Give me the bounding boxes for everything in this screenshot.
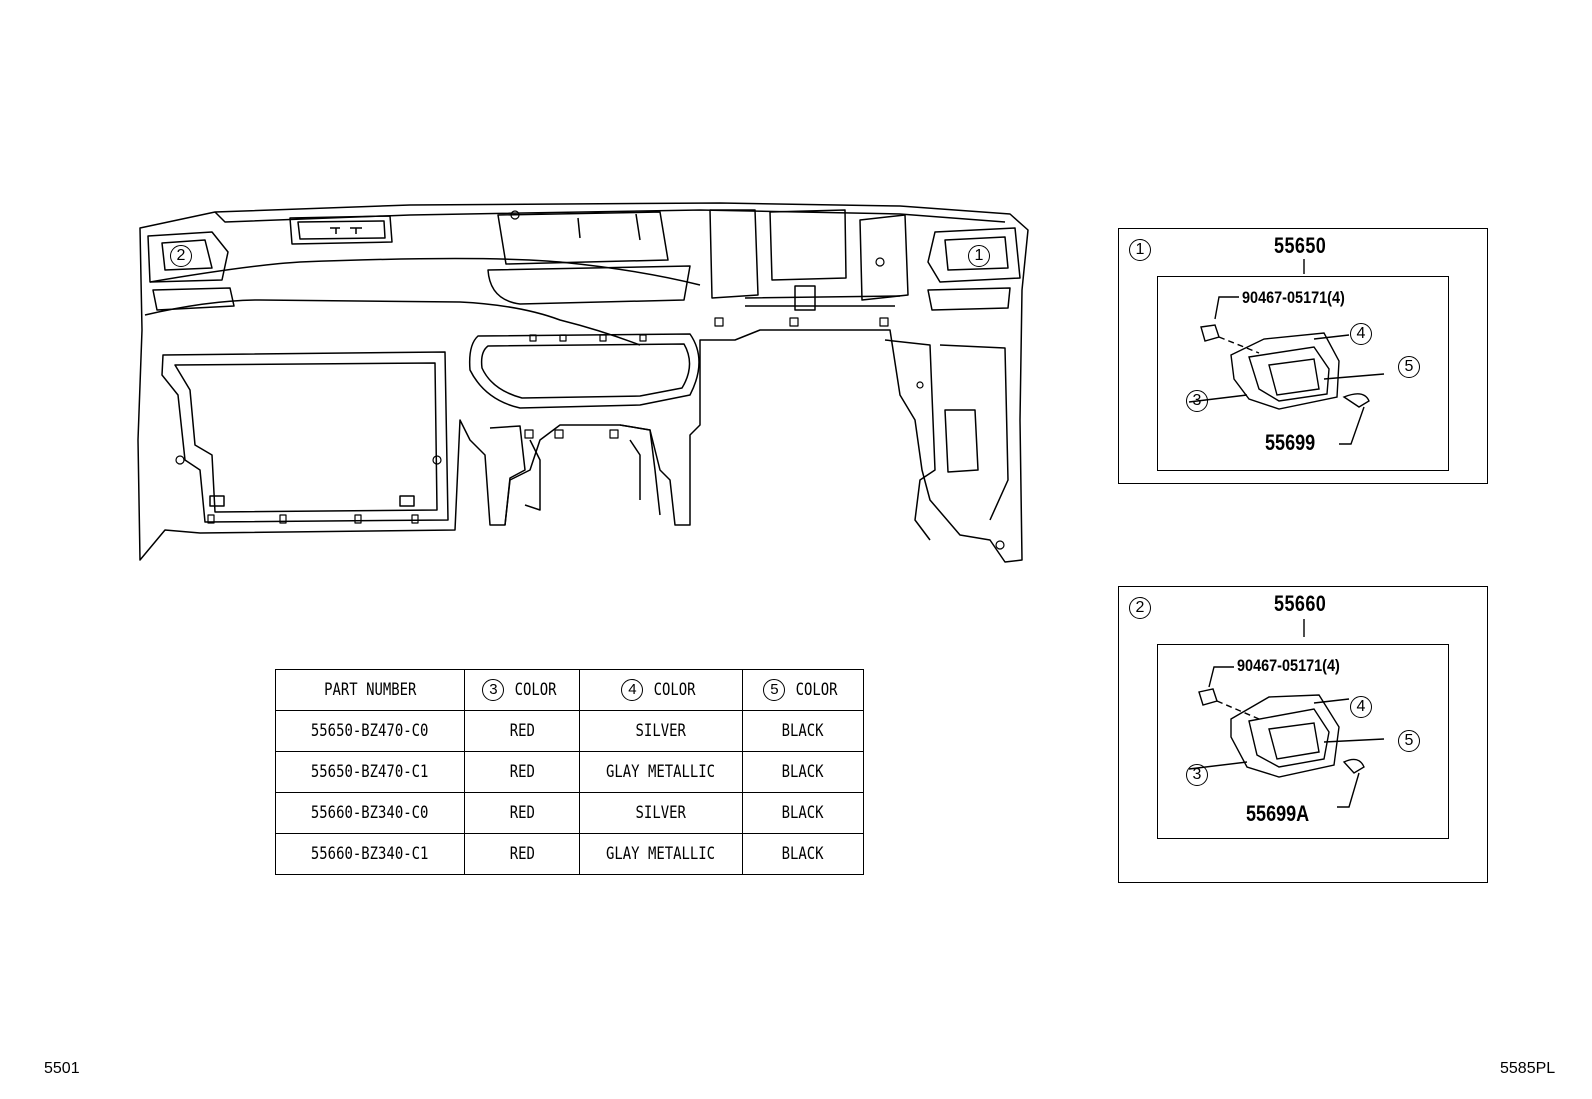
color-5-cell: BLACK <box>742 751 864 793</box>
detail-1-sub-part-number: 55699 <box>1265 430 1316 455</box>
color-5-cell: BLACK <box>742 710 864 752</box>
cluster-opening <box>468 333 700 409</box>
footer-left-code: 5501 <box>44 1060 80 1077</box>
header-part-number: PART NUMBER <box>275 669 465 711</box>
detail-2-sub-part-number: 55699A <box>1246 801 1310 826</box>
table-row: 55660-BZ340-C0 RED SILVER BLACK <box>275 792 864 834</box>
part-number-cell: 55650-BZ470-C0 <box>275 710 465 752</box>
header-circle-3: 3 <box>482 679 505 701</box>
color-4-cell: GLAY METALLIC <box>579 833 743 875</box>
detail-1-assembly-number: 55650 <box>1274 233 1327 258</box>
callout-vent-left: 2 <box>170 245 192 267</box>
header-circle-5: 5 <box>763 679 786 701</box>
detail-2-inner-frame: 90467-05171(4) 4 5 3 55699A <box>1157 644 1449 839</box>
color-5-cell: BLACK <box>742 833 864 875</box>
color-3-cell: RED <box>464 833 580 875</box>
glovebox-opening <box>161 351 449 523</box>
detail-1-callout-5: 5 <box>1398 356 1420 378</box>
color-3-cell: RED <box>464 710 580 752</box>
detail-box-1: 1 55650 90467-05171(4) 4 5 3 55699 <box>1118 228 1488 484</box>
table-row: 55650-BZ470-C0 RED SILVER BLACK <box>275 710 864 752</box>
detail-2-callout-3: 3 <box>1186 764 1208 786</box>
part-number-cell: 55660-BZ340-C0 <box>275 792 465 834</box>
detail-2-bolt-number: 90467-05171(4) <box>1237 656 1340 675</box>
table-row: 55660-BZ340-C1 RED GLAY METALLIC BLACK <box>275 833 864 875</box>
color-5-cell: BLACK <box>742 792 864 834</box>
color-3-cell: RED <box>464 751 580 793</box>
part-number-cell: 55650-BZ470-C1 <box>275 751 465 793</box>
detail-2-index: 2 <box>1129 597 1151 619</box>
color-3-cell: RED <box>464 792 580 834</box>
header-circle-4: 4 <box>621 679 644 701</box>
color-4-cell: GLAY METALLIC <box>579 751 743 793</box>
part-number-cell: 55660-BZ340-C1 <box>275 833 465 875</box>
table-row: 55650-BZ470-C1 RED GLAY METALLIC BLACK <box>275 751 864 793</box>
panel-outline <box>137 202 1029 563</box>
right-vent-housing <box>927 227 1021 283</box>
footer-right-code: 5585PL <box>1500 1060 1556 1077</box>
left-vent-housing <box>147 231 229 283</box>
detail-1-index: 1 <box>1129 239 1151 261</box>
detail-1-callout-4: 4 <box>1350 323 1372 345</box>
detail-box-2: 2 55660 90467-05171(4) 4 5 3 55699A <box>1118 586 1488 883</box>
detail-1-bolt-number: 90467-05171(4) <box>1242 288 1345 307</box>
detail-1-inner-frame: 90467-05171(4) 4 5 3 55699 <box>1157 276 1449 471</box>
color-4-cell: SILVER <box>579 792 743 834</box>
color-4-cell: SILVER <box>579 710 743 752</box>
detail-2-assembly-number: 55660 <box>1274 591 1327 616</box>
detail-1-vent-drawing <box>1188 259 1385 445</box>
detail-2-callout-5: 5 <box>1398 730 1420 752</box>
detail-2-vent-drawing <box>1188 619 1385 808</box>
callout-vent-right: 1 <box>968 245 990 267</box>
detail-2-callout-4: 4 <box>1350 696 1372 718</box>
